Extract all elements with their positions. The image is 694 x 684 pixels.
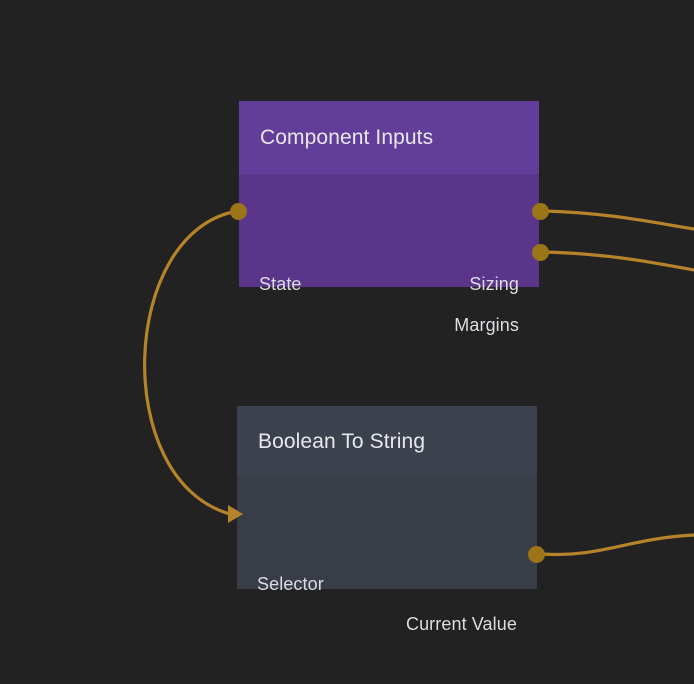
edge-state-to-selector[interactable] <box>143 209 240 516</box>
port-margins-output-dot[interactable] <box>532 244 549 261</box>
port-label-state: State <box>259 274 302 294</box>
port-row-margins[interactable]: Margins <box>454 313 519 337</box>
port-row-current-value[interactable]: Current Value <box>406 612 517 636</box>
node-header[interactable]: Boolean To String <box>237 406 537 476</box>
node-boolean-to-string[interactable]: Boolean To String Selector Current Value <box>237 406 537 633</box>
node-body: Selector Current Value <box>237 476 537 633</box>
node-title: Component Inputs <box>260 126 434 149</box>
edge-margins-out[interactable] <box>543 250 694 272</box>
port-sizing-output-dot[interactable] <box>532 203 549 220</box>
port-selector-input-arrow[interactable] <box>228 505 243 523</box>
node-component-inputs[interactable]: Component Inputs State Sizing Margins <box>239 101 539 334</box>
port-label-current-value: Current Value <box>405 614 517 634</box>
port-row-selector[interactable]: Selector <box>257 572 324 596</box>
port-state-input-dot[interactable] <box>230 203 247 220</box>
node-title: Boolean To String <box>258 429 426 453</box>
edge-sizing-out[interactable] <box>543 209 694 231</box>
port-row-sizing[interactable]: Sizing <box>469 272 519 296</box>
port-row-state[interactable]: State <box>259 272 302 296</box>
edge-current-value-out[interactable] <box>540 533 694 557</box>
node-body: State Sizing Margins <box>239 174 539 334</box>
port-label-selector: Selector <box>257 574 324 594</box>
port-current-value-output-dot[interactable] <box>528 546 545 563</box>
port-label-sizing: Sizing <box>469 274 519 294</box>
node-header[interactable]: Component Inputs <box>239 101 539 174</box>
port-label-margins: Margins <box>454 315 519 335</box>
